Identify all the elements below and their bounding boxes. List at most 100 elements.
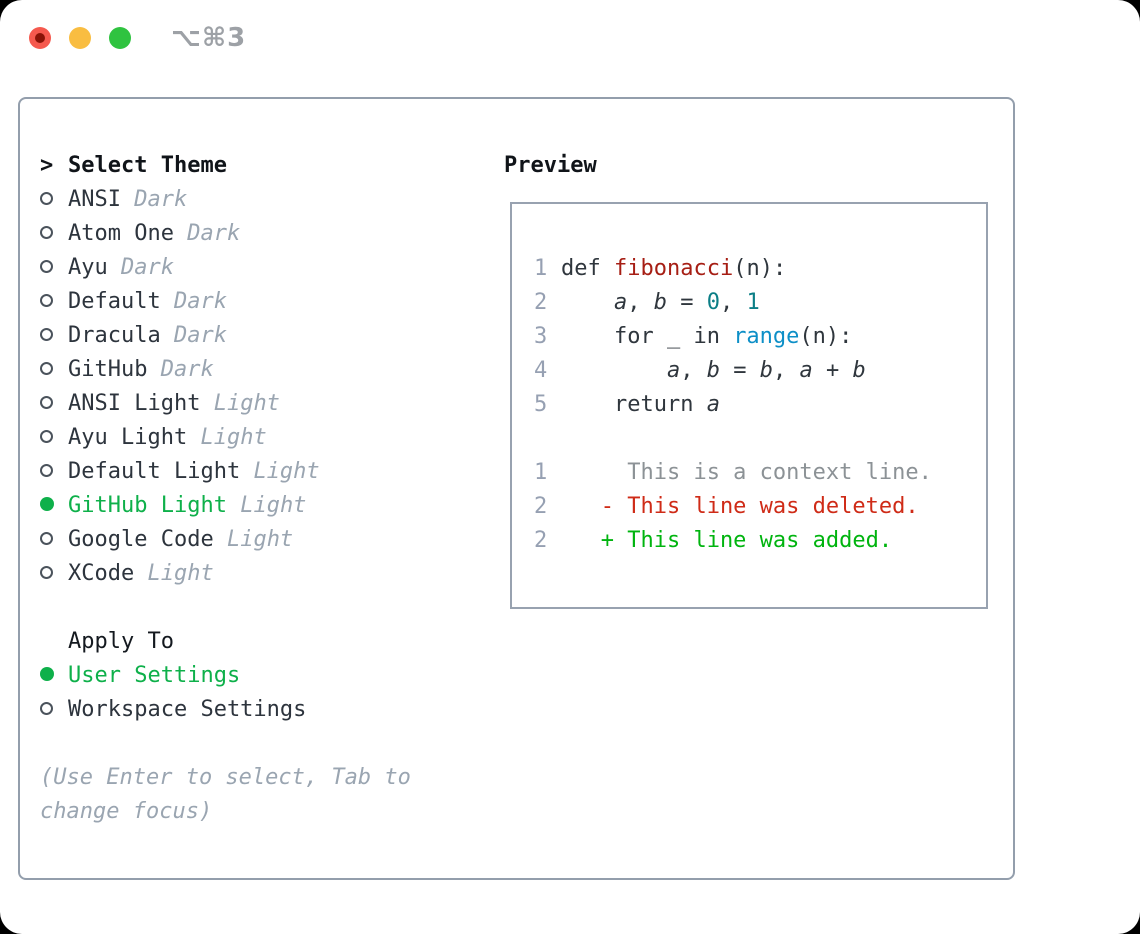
theme-variant-label: Dark [121, 255, 174, 280]
theme-option[interactable]: Dracula Dark [40, 319, 490, 353]
theme-option[interactable]: Ayu Dark [40, 251, 490, 285]
theme-variant-label: Light [200, 425, 267, 450]
radio-circle [40, 497, 54, 511]
line-number: 3 [534, 324, 548, 349]
code-segment-var: b [706, 358, 720, 383]
theme-option-label: Dracula [68, 323, 161, 348]
theme-option[interactable]: Default Light Light [40, 455, 490, 489]
apply-to-label: Apply To [68, 629, 174, 654]
radio-icon [40, 319, 68, 353]
theme-option-label: Ayu [68, 255, 108, 280]
code-segment-ctx: This is a context line. [561, 460, 932, 485]
code-segment-var: a [613, 290, 628, 315]
preview-line: 5 return a [534, 388, 986, 422]
code-segment-del: - This line was deleted. [561, 494, 919, 519]
title-bar: ⌥⌘3 [29, 23, 247, 53]
radio-circle [40, 260, 53, 273]
line-number: 2 [534, 494, 548, 519]
radio-icon [40, 217, 68, 251]
code-segment-plain: , [772, 358, 800, 383]
select-theme-header: >Select Theme [40, 149, 490, 183]
code-segment-fn: fibonacci [613, 256, 734, 281]
code-segment-plain: def [561, 256, 614, 281]
code-segment-plain [561, 358, 667, 383]
code-segment-plain: + [812, 358, 853, 383]
theme-option[interactable]: XCode Light [40, 557, 490, 591]
apply-option[interactable]: User Settings [40, 659, 490, 693]
theme-variant-label: Dark [173, 323, 227, 348]
radio-circle [40, 430, 53, 443]
line-number: 1 [534, 460, 548, 485]
theme-option[interactable]: ANSI Dark [40, 183, 490, 217]
code-segment-plain: = [719, 358, 760, 383]
preview-label: Preview [504, 153, 597, 178]
theme-option[interactable]: GitHub Light Light [40, 489, 490, 523]
radio-icon [40, 353, 68, 387]
apply-option[interactable]: Workspace Settings [40, 693, 490, 727]
code-segment-var: a [706, 392, 720, 417]
theme-variant-label: Light [226, 527, 294, 552]
theme-variant-label: Dark [160, 357, 214, 382]
line-number: 4 [534, 358, 548, 383]
radio-icon [40, 387, 68, 421]
close-button[interactable] [29, 27, 51, 49]
theme-variant-label: Light [240, 493, 307, 518]
theme-variant-label: Light [253, 459, 320, 484]
theme-option[interactable]: ANSI Light Light [40, 387, 490, 421]
theme-option[interactable]: GitHub Dark [40, 353, 490, 387]
code-segment-builtin: range [733, 324, 800, 349]
radio-selected-icon [40, 489, 68, 523]
theme-option[interactable]: Ayu Light Light [40, 421, 490, 455]
radio-icon [40, 557, 68, 591]
apply-to-header: Apply To [40, 625, 490, 659]
theme-option-label: Atom One [68, 221, 174, 246]
theme-option[interactable]: Atom One Dark [40, 217, 490, 251]
radio-icon [40, 251, 68, 285]
prompt-caret-icon: > [40, 153, 54, 178]
window-title: ⌥⌘3 [171, 23, 247, 53]
code-segment-plain: , [627, 290, 654, 315]
code-segment-var: b [653, 290, 667, 315]
theme-option[interactable]: Google Code Light [40, 523, 490, 557]
code-segment-lit: 1 [746, 290, 760, 315]
theme-option-label: GitHub Light [68, 493, 227, 518]
minimize-button[interactable] [69, 27, 91, 49]
preview-line: 2 a, b = 0, 1 [534, 286, 986, 320]
radio-icon [40, 183, 68, 217]
close-button-dot [35, 33, 45, 43]
code-segment-var: b [759, 358, 773, 383]
radio-circle [40, 396, 53, 409]
radio-selected-icon [40, 659, 68, 693]
zoom-button[interactable] [109, 27, 131, 49]
theme-option-label: Default [68, 289, 161, 314]
code-segment-plain [561, 290, 614, 315]
radio-icon [40, 285, 68, 319]
radio-icon [40, 523, 68, 557]
theme-variant-label: Light [213, 391, 280, 416]
theme-variant-label: Dark [173, 289, 227, 314]
radio-circle [40, 464, 53, 477]
code-segment-var: a [799, 358, 813, 383]
theme-option-label: GitHub [68, 357, 148, 382]
theme-variant-label: Dark [134, 187, 188, 212]
radio-icon [40, 455, 68, 489]
spacer [40, 591, 490, 625]
code-segment-lit: 0 [706, 290, 720, 315]
theme-option[interactable]: Default Dark [40, 285, 490, 319]
code-segment-plain: (n): [799, 324, 853, 349]
preview-line: 2 + This line was added. [534, 524, 986, 558]
code-segment-plain: for _ in [561, 324, 734, 349]
theme-option-label: Ayu Light [68, 425, 188, 450]
radio-circle [40, 294, 53, 307]
theme-option-label: Google Code [68, 527, 214, 552]
radio-circle [40, 192, 53, 205]
keyboard-hint: (Use Enter to select, Tab to change focu… [40, 765, 411, 824]
radio-icon [40, 693, 68, 727]
radio-circle [40, 702, 53, 715]
preview-line: 1 This is a context line. [534, 456, 986, 490]
